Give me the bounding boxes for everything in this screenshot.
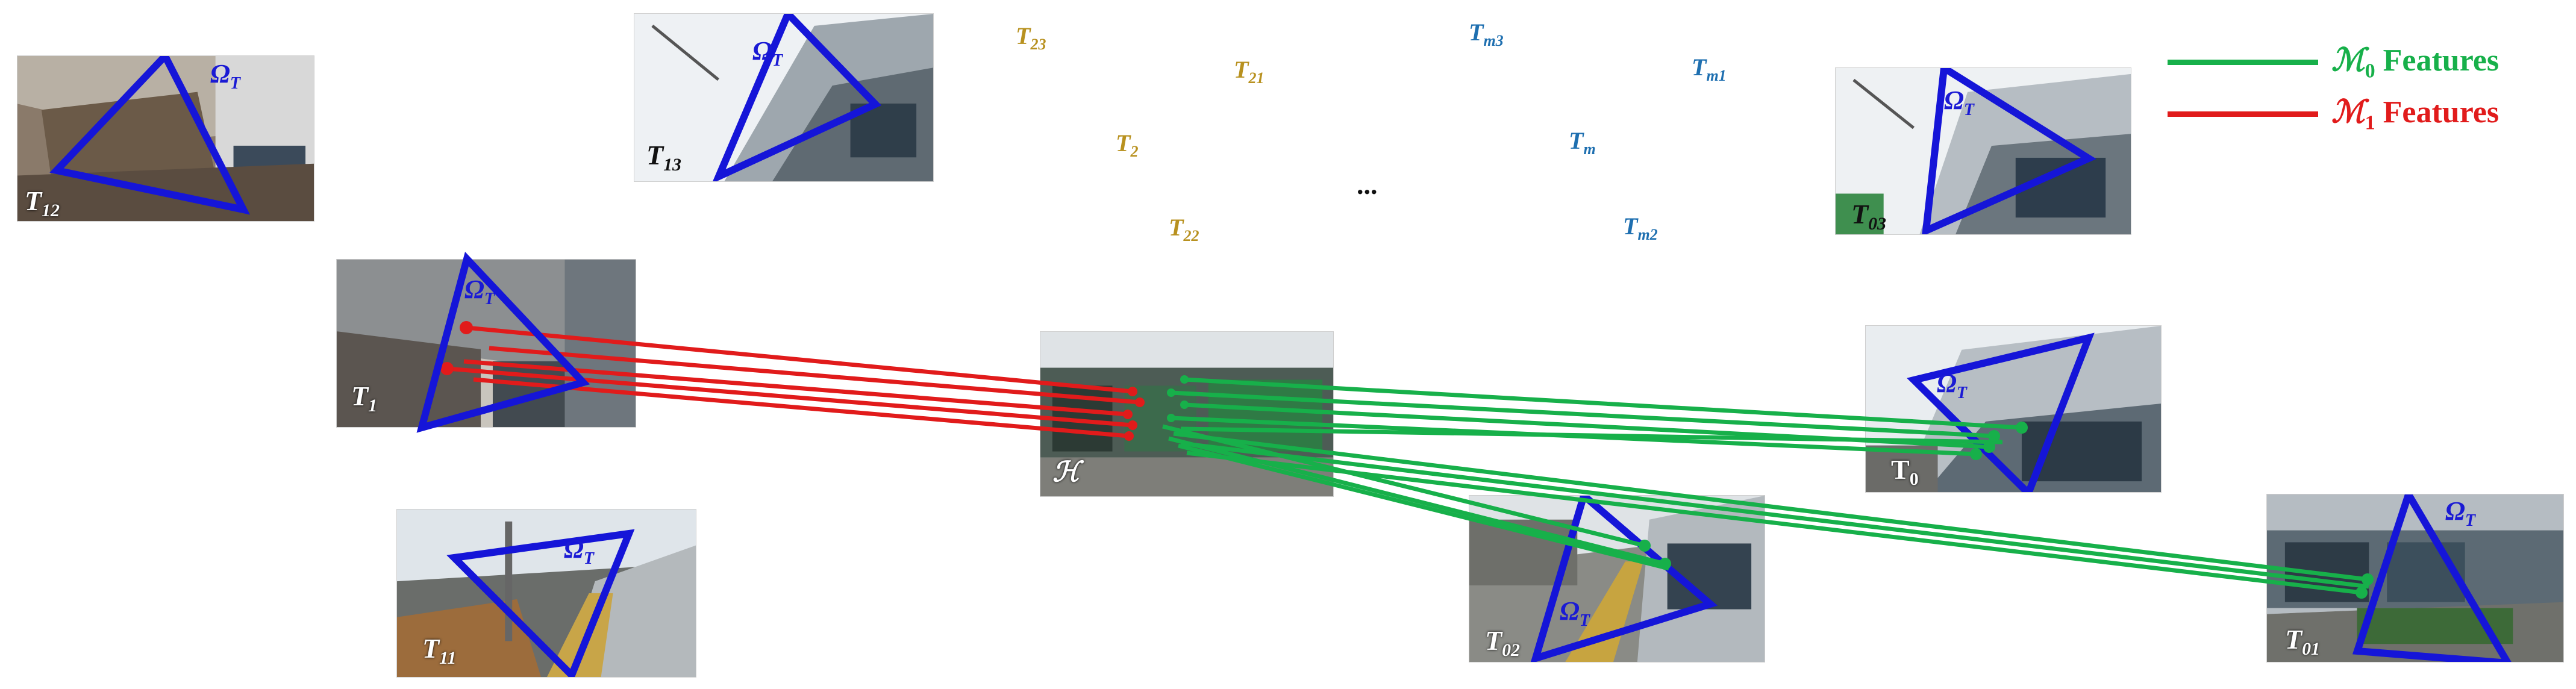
m0-feature-points: [1167, 375, 2374, 599]
image-label-t11: T11: [422, 633, 457, 669]
pose-label-t2: T2: [1116, 129, 1139, 160]
omega-label: ΩT: [752, 36, 783, 70]
omega-label: ΩT: [1944, 86, 1974, 119]
image-h: ℋ: [1040, 331, 1334, 497]
omega-label: ΩT: [2445, 496, 2475, 530]
omega-label: ΩT: [1560, 596, 1590, 630]
image-label-h: ℋ: [1052, 457, 1080, 487]
omega-label: ΩT: [1937, 369, 1967, 402]
image-t02: ΩT T02: [1469, 495, 1765, 662]
image-label-t13: T13: [646, 140, 681, 175]
omega-triangle: [713, 14, 882, 181]
omega-label: ΩT: [564, 534, 594, 568]
legend-m1-label: ℳ1 Features: [2331, 95, 2499, 134]
pose-label-t22: T22: [1169, 214, 1199, 245]
image-h-scene: [1040, 332, 1333, 496]
image-t13: ΩT T13: [634, 13, 934, 182]
pose-label-t23: T23: [1016, 22, 1046, 53]
omega-triangle: [49, 56, 251, 215]
omega-label: ΩT: [210, 59, 240, 93]
pose-label-tm2: Tm2: [1623, 213, 1658, 243]
image-label-t1: T1: [351, 381, 378, 416]
image-t0: ΩT T0: [1865, 325, 2162, 493]
image-label-t02: T02: [1485, 625, 1520, 661]
legend-m0: ℳ0 Features: [2168, 42, 2499, 83]
omega-triangle: [446, 529, 635, 677]
image-t12: ΩT T12: [17, 55, 314, 222]
image-t13-scene: [634, 14, 933, 181]
omega-triangle: [2352, 494, 2512, 662]
legend-m1: ℳ1 Features: [2168, 94, 2499, 134]
image-label-t12: T12: [25, 186, 60, 221]
legend-m0-label: ℳ0 Features: [2331, 43, 2499, 83]
pose-label-t21: T21: [1234, 56, 1265, 87]
image-t01: ΩT T01: [2266, 494, 2564, 662]
image-t1: ΩT T1: [336, 259, 636, 428]
image-label-t03: T03: [1851, 199, 1886, 234]
image-label-t0: T0: [1891, 454, 1919, 490]
image-t03: ΩT T03: [1835, 67, 2131, 235]
pose-label-tm: Tm: [1569, 127, 1596, 158]
ellipsis: ...: [1357, 169, 1378, 200]
pose-label-tm1: Tm1: [1692, 54, 1727, 84]
legend-m0-swatch: [2168, 60, 2318, 66]
image-label-t01: T01: [2285, 624, 2320, 659]
legend-m1-swatch: [2168, 111, 2318, 117]
image-t11: ΩT T11: [396, 509, 696, 678]
m0-feature-lines: [1162, 377, 2369, 595]
omega-label: ΩT: [464, 275, 495, 308]
omega-triangle: [1922, 68, 2096, 234]
pose-label-tm3: Tm3: [1469, 19, 1504, 49]
